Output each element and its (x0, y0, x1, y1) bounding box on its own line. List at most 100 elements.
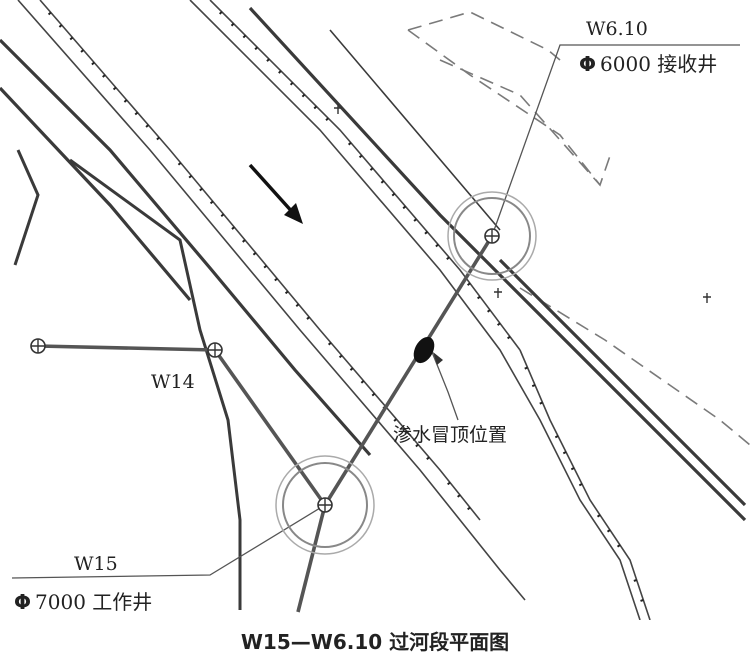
bank-tick (254, 46, 258, 51)
bank-tick (413, 218, 418, 222)
bank-tick (69, 36, 74, 41)
bank-tick (524, 366, 528, 370)
bank-tick (415, 443, 419, 448)
bank-tick (424, 231, 428, 235)
flow-arrow-icon (248, 163, 303, 224)
bank-tick (284, 290, 289, 295)
manhole-w14 (207, 342, 223, 358)
seepage-marker (413, 336, 435, 364)
bank-tick (80, 49, 84, 53)
bank-tick (134, 111, 139, 116)
leader-lines (11, 44, 740, 579)
river-bank-right (189, 0, 651, 620)
bank-tick (230, 22, 235, 27)
bank-tick (274, 277, 278, 282)
bank-tick (426, 456, 430, 460)
bank-tick (578, 483, 583, 487)
bank-tick (616, 544, 621, 548)
bank-tick (467, 506, 471, 511)
bank-tick (102, 74, 106, 78)
bank-tick (220, 213, 225, 217)
bank-tick (562, 451, 567, 455)
bank-tick (347, 141, 352, 146)
bank-tick (477, 295, 481, 300)
bank-tick (156, 136, 160, 141)
bank-tick (606, 529, 611, 533)
bank-tick (467, 282, 471, 286)
bank-tick (242, 239, 246, 243)
bank-tick (393, 418, 398, 422)
bank-tick (301, 93, 306, 98)
bank-tick (313, 105, 318, 110)
bank-tick (327, 341, 332, 346)
w610-desc-text: 6000 接收井 (600, 52, 718, 76)
bank-tick (231, 226, 235, 230)
pipeline-route (37, 235, 494, 613)
bank-tick (497, 322, 501, 326)
river-bank-left (17, 0, 526, 601)
river-crossing-plan (0, 0, 750, 620)
bank-tick (278, 70, 282, 74)
road-lines (0, 6, 747, 522)
bank-tick (447, 481, 451, 486)
seepage-arrowhead (433, 352, 443, 365)
bank-tick (371, 392, 376, 397)
shaft-w15 (275, 455, 375, 555)
w15-desc-text: 7000 工作井 (35, 590, 153, 614)
bank-tick (112, 86, 117, 91)
survey-symbols (334, 104, 711, 303)
diameter-symbol: Φ (579, 52, 597, 76)
w14-name-label: W14 (151, 371, 195, 393)
bank-tick (360, 380, 365, 384)
bank-tick (487, 309, 491, 313)
bank-tick (91, 61, 95, 66)
bank-tick (177, 162, 182, 166)
bank-tick (369, 167, 374, 171)
boundary-left (13, 149, 242, 610)
shaft-w610 (447, 191, 537, 281)
bank-tick (435, 243, 439, 248)
bank-tick (263, 264, 268, 269)
bank-tick (188, 174, 193, 179)
bank-tick (404, 431, 408, 435)
dashed-outline (407, 11, 750, 446)
bank-tick (306, 316, 310, 320)
bank-tick (554, 435, 559, 439)
bank-tick (47, 11, 52, 16)
bank-tick (596, 514, 601, 518)
bank-tick (252, 252, 257, 256)
bank-tick (457, 494, 461, 498)
bank-tick (289, 82, 294, 86)
diameter-symbol: Φ (14, 590, 32, 614)
bank-tick (539, 401, 543, 405)
bank-tick (391, 192, 396, 197)
bank-tick (58, 24, 63, 28)
bank-hatching (47, 11, 644, 602)
bank-tick (295, 303, 300, 307)
seepage-label: 渗水冒顶位置 (393, 424, 508, 446)
bank-tick (531, 384, 536, 388)
bank-tick (402, 205, 407, 210)
w15-name-label: W15 (74, 553, 118, 575)
bank-tick (633, 579, 637, 582)
bank-tick (209, 200, 214, 205)
w610-name-label: W6.10 (586, 18, 648, 40)
bank-tick (570, 467, 575, 471)
bank-tick (507, 335, 511, 340)
bank-tick (349, 367, 354, 371)
bank-tick (338, 354, 343, 359)
bank-tick (242, 34, 247, 39)
bank-tick (380, 180, 385, 184)
bank-tick (218, 11, 223, 15)
bank-tick (266, 58, 270, 62)
bank-tick (325, 117, 329, 122)
bank-tick (446, 256, 450, 260)
bank-tick (640, 599, 644, 602)
bank-tick (123, 99, 128, 103)
figure-caption: W15—W6.10 过河段平面图 (240, 630, 510, 654)
bank-tick (358, 154, 363, 159)
bank-tick (199, 187, 203, 192)
